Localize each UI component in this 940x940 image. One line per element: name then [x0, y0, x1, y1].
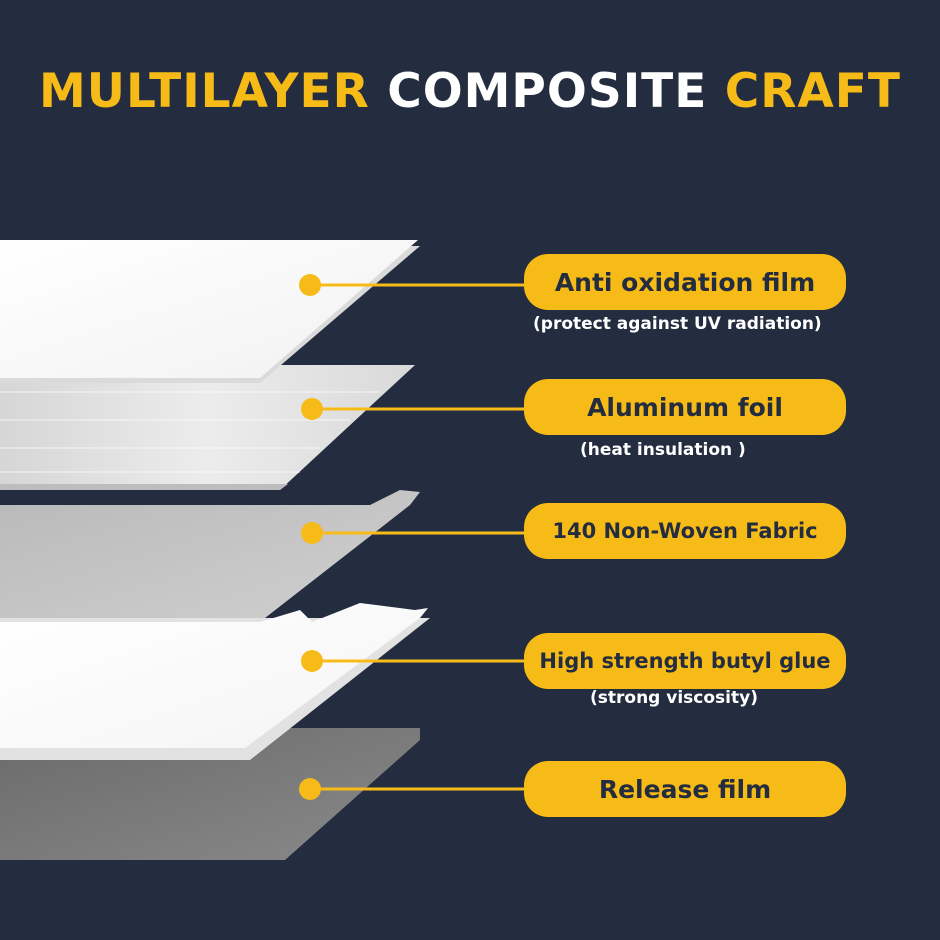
label-release-film: Release film	[524, 761, 846, 817]
title-word-craft: CRAFT	[724, 64, 901, 119]
connector-2	[301, 398, 530, 420]
layer-butyl-glue	[0, 603, 430, 760]
layer-aluminum-foil	[0, 365, 415, 490]
layer-anti-oxidation-film	[0, 240, 420, 383]
layer-dot-1	[299, 274, 321, 296]
connector-3	[301, 522, 530, 544]
note-aluminum-foil: (heat insulation )	[580, 440, 746, 460]
label-aluminum-foil: Aluminum foil	[524, 379, 846, 435]
page-title: MULTILAYER COMPOSITE CRAFT	[0, 64, 940, 119]
connector-5	[299, 778, 530, 800]
connector-1	[299, 274, 530, 296]
layer-dot-4	[301, 650, 323, 672]
note-butyl-glue: (strong viscosity)	[590, 688, 758, 708]
layer-dot-2	[301, 398, 323, 420]
connector-4	[301, 650, 530, 672]
title-word-multilayer: MULTILAYER	[39, 64, 370, 119]
layer-dot-3	[301, 522, 323, 544]
label-nonwoven-fabric: 140 Non-Woven Fabric	[524, 503, 846, 559]
title-word-composite: COMPOSITE	[387, 64, 708, 119]
layer-dot-5	[299, 778, 321, 800]
layer-nonwoven-fabric	[0, 490, 420, 618]
layer-release-film	[0, 728, 420, 860]
label-butyl-glue: High strength butyl glue	[524, 633, 846, 689]
note-anti-oxidation-film: (protect against UV radiation)	[533, 314, 822, 334]
label-anti-oxidation-film: Anti oxidation film	[524, 254, 846, 310]
